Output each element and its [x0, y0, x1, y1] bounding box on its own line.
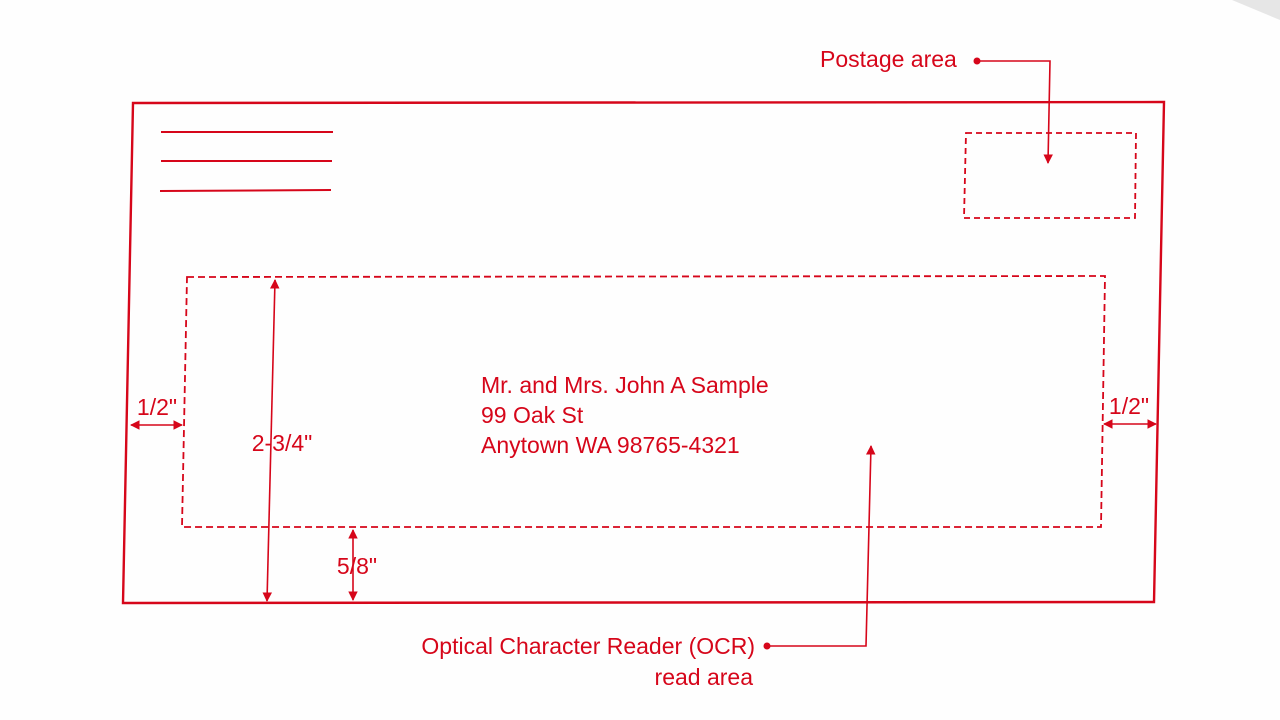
- left-margin-label: 1/2": [137, 394, 177, 420]
- postage-leader-dot: [973, 57, 981, 65]
- return-address-line: [159, 189, 332, 192]
- envelope-outline: [121, 100, 1166, 605]
- address-line-3: Anytown WA 98765-4321: [481, 432, 740, 458]
- postage-area-label: Postage area: [820, 46, 957, 72]
- page-corner-shade: [1232, 0, 1280, 20]
- bottom-margin-label: 5/8": [337, 553, 377, 579]
- ocr-leader-dot: [763, 642, 771, 650]
- right-margin-label: 1/2": [1109, 393, 1149, 419]
- address-line-1: Mr. and Mrs. John A Sample: [481, 372, 769, 398]
- address-line-2: 99 Oak St: [481, 402, 584, 428]
- postage-area-box: [963, 132, 1137, 219]
- postage-leader-arrow: [978, 60, 1053, 164]
- ocr-height-dimension: [262, 279, 280, 602]
- ocr-read-area-box: [181, 275, 1106, 528]
- ocr-label-line1: Optical Character Reader (OCR): [421, 633, 755, 659]
- ocr-height-label: 2-3/4": [252, 430, 313, 456]
- ocr-label-line2: read area: [655, 664, 754, 690]
- ocr-leader-arrow: [768, 445, 876, 647]
